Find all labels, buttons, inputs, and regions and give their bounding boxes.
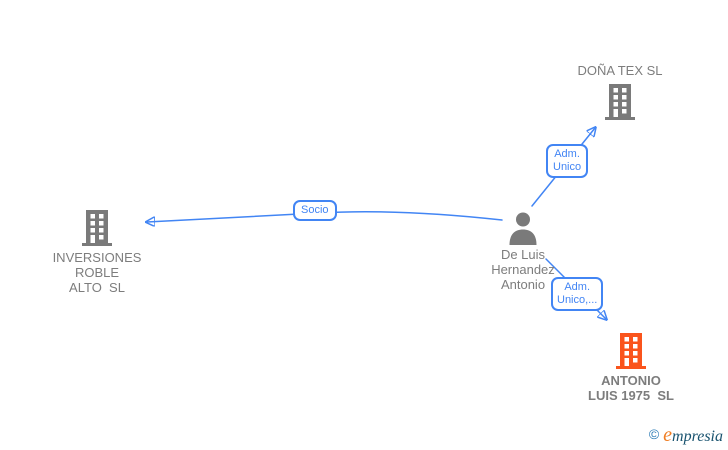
person-icon [508, 212, 538, 245]
building-icon [605, 84, 635, 120]
person-name: De Luis Hernandez Antonio [491, 247, 555, 292]
empresia-logo[interactable]: ©empresia [649, 424, 723, 447]
node-antonio-luis-1975-sl[interactable]: ANTONIO LUIS 1975 SL [571, 333, 691, 403]
brand-initial: e [663, 424, 673, 446]
copyright-icon: © [648, 426, 660, 442]
company-name: ANTONIO LUIS 1975 SL [588, 373, 674, 403]
node-de-luis-hernandez-antonio[interactable]: De Luis Hernandez Antonio [463, 212, 583, 292]
building-icon [82, 210, 112, 246]
edge-label-socio[interactable]: Socio [293, 200, 337, 221]
company-name: INVERSIONES ROBLE ALTO SL [52, 250, 142, 295]
node-inversiones-roble-alto-sl[interactable]: INVERSIONES ROBLE ALTO SL [37, 210, 157, 295]
edge-label-adm-unico-more[interactable]: Adm. Unico,... [551, 277, 604, 311]
node-dona-tex-sl[interactable]: DOÑA TEX SL [560, 63, 680, 120]
building-icon-highlighted [616, 333, 646, 369]
brand-wordmark: mpresia [672, 428, 723, 445]
edge-label-adm-unico[interactable]: Adm. Unico [546, 144, 589, 178]
company-name: DOÑA TEX SL [577, 63, 663, 78]
